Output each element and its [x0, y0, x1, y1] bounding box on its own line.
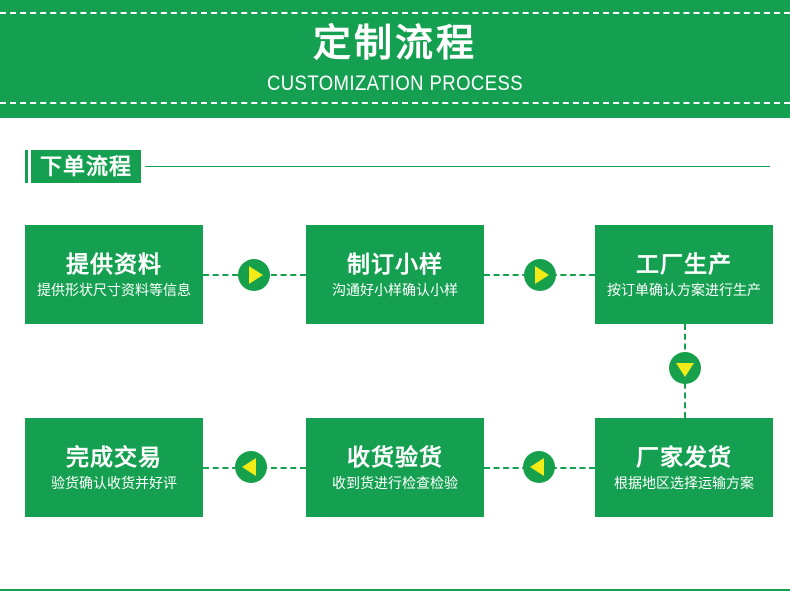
flow-step-card-5[interactable]: 收货验货 收到货进行检查检验	[306, 418, 484, 517]
banner-dashed-line-bottom	[0, 102, 790, 104]
triangle-right-glyph	[249, 266, 263, 284]
flow-step-title: 收货验货	[347, 444, 443, 470]
triangle-left-glyph	[242, 458, 256, 476]
flow-step-card-2[interactable]: 制订小样 沟通好小样确认小样	[306, 225, 484, 324]
triangle-right-icon	[524, 259, 556, 291]
triangle-left-glyph	[530, 458, 544, 476]
flow-step-description: 收到货进行检查检验	[332, 475, 458, 491]
triangle-down-icon	[669, 352, 701, 384]
triangle-right-icon	[238, 259, 270, 291]
footer-divider	[0, 589, 790, 591]
page-header-banner: 定制流程 CUSTOMIZATION PROCESS	[0, 0, 790, 118]
flow-step-card-3[interactable]: 工厂生产 按订单确认方案进行生产	[595, 225, 773, 324]
flow-step-description: 按订单确认方案进行生产	[607, 282, 761, 298]
flow-step-title: 提供资料	[66, 251, 162, 277]
flow-step-description: 验货确认收货并好评	[51, 475, 177, 491]
triangle-down-glyph	[676, 363, 694, 377]
flow-step-title: 工厂生产	[636, 251, 732, 277]
flow-step-description: 提供形状尺寸资料等信息	[37, 282, 191, 298]
triangle-left-icon	[235, 451, 267, 483]
page-title: 定制流程	[312, 23, 477, 65]
flow-step-title: 厂家发货	[636, 444, 732, 470]
page-subtitle: CUSTOMIZATION PROCESS	[266, 72, 523, 95]
flow-step-title: 制订小样	[347, 251, 443, 277]
section-heading: 下单流程	[25, 149, 770, 184]
section-heading-label: 下单流程	[31, 150, 142, 183]
flow-step-card-6[interactable]: 完成交易 验货确认收货并好评	[25, 418, 203, 517]
flow-step-description: 根据地区选择运输方案	[614, 475, 754, 491]
banner-dashed-line-top	[0, 12, 790, 14]
flow-step-title: 完成交易	[66, 444, 162, 470]
flow-step-description: 沟通好小样确认小样	[332, 282, 458, 298]
section-accent-bar	[25, 150, 28, 183]
flow-step-card-1[interactable]: 提供资料 提供形状尺寸资料等信息	[25, 225, 203, 324]
triangle-left-icon	[523, 451, 555, 483]
flow-step-card-4[interactable]: 厂家发货 根据地区选择运输方案	[595, 418, 773, 517]
triangle-right-glyph	[535, 266, 549, 284]
